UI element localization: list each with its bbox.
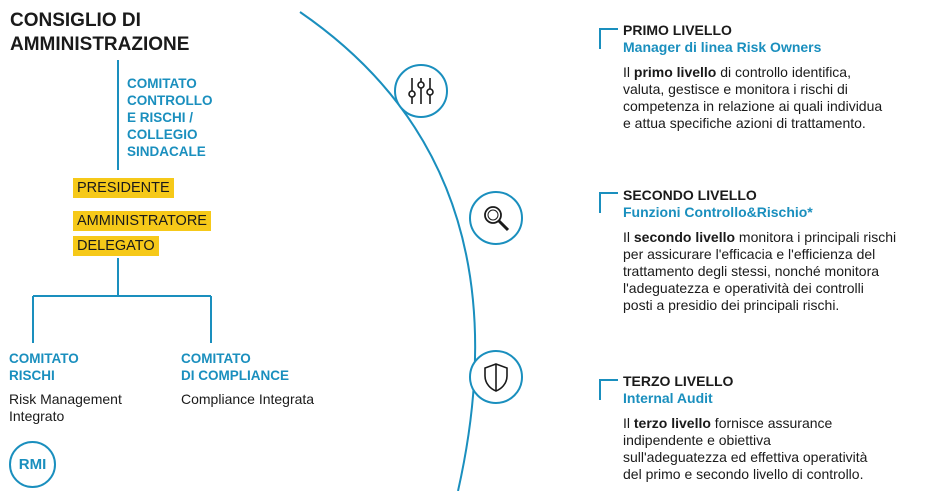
risk-committee-title: COMITATO <box>9 351 79 366</box>
compliance-committee-title: COMITATO <box>181 351 251 366</box>
shield-icon <box>469 350 523 404</box>
level-desc-line: valuta, gestisce e monitora i rischi di <box>623 81 848 97</box>
sliders-icon <box>394 64 448 118</box>
pointer-1 <box>599 28 618 49</box>
level-desc-line: trattamento degli stessi, nonché monitor… <box>623 263 880 279</box>
level-secondo: SECONDO LIVELLO Funzioni Controllo&Risch… <box>623 187 938 314</box>
ceo-label-line2: DELEGATO <box>73 236 159 256</box>
level-desc-line: per assicurare l'efficacia e l'efficienz… <box>623 246 876 262</box>
committee-control-line: CONTROLLO <box>127 93 213 108</box>
level-description: Il primo livello di controllo identifica… <box>623 64 938 132</box>
committee-control-line: E RISCHI / <box>127 110 194 125</box>
level-subtitle: Funzioni Controllo&Rischio* <box>623 204 813 220</box>
level-title: PRIMO LIVELLO <box>623 22 732 38</box>
compliance-committee: COMITATO DI COMPLIANCE <box>181 350 289 384</box>
risk-committee-title: RISCHI <box>9 368 55 383</box>
level-title: TERZO LIVELLO <box>623 373 734 389</box>
level-subtitle: Manager di linea Risk Owners <box>623 39 822 55</box>
level-desc-line: Il terzo livello fornisce assurance <box>623 415 833 431</box>
control-arc <box>299 11 477 491</box>
level-desc-line: Il secondo livello monitora i principali… <box>623 229 897 245</box>
level-subtitle: Internal Audit <box>623 390 713 406</box>
level-desc-line: indipendente e obiettiva <box>623 432 771 448</box>
level-terzo: TERZO LIVELLO Internal Audit Il terzo li… <box>623 373 938 483</box>
committee-control-risks: COMITATO CONTROLLO E RISCHI / COLLEGIO S… <box>127 75 213 160</box>
board-title-line: CONSIGLIO DI <box>10 10 141 31</box>
level-description: Il secondo livello monitora i principali… <box>623 229 938 314</box>
level-title: SECONDO LIVELLO <box>623 187 757 203</box>
ceo-label-line1: AMMINISTRATORE <box>73 211 211 231</box>
pointer-2 <box>599 192 618 213</box>
committee-control-line: SINDACALE <box>127 144 206 159</box>
risk-committee: COMITATO RISCHI <box>9 350 79 384</box>
level-desc-line: del primo e secondo livello di controllo… <box>623 466 864 482</box>
level-primo: PRIMO LIVELLO Manager di linea Risk Owne… <box>623 22 938 132</box>
committee-control-line: COMITATO <box>127 76 197 91</box>
level-desc-line: competenza in relazione ai quali individ… <box>623 98 883 114</box>
level-desc-line: e attua specifiche azioni di trattamento… <box>623 115 866 131</box>
compliance-committee-subtitle: Compliance Integrata <box>181 391 315 407</box>
pointer-3 <box>599 379 618 400</box>
board-title: CONSIGLIO DI AMMINISTRAZIONE <box>10 9 189 57</box>
risk-committee-sub-line: Integrato <box>9 408 65 424</box>
magnifier-icon <box>469 191 523 245</box>
committee-control-line: COLLEGIO <box>127 127 198 142</box>
rmi-logo: RMI <box>9 441 56 488</box>
risk-committee-sub-line: Risk Management <box>9 391 122 407</box>
level-desc-line: l'adeguatezza e operatività dei controll… <box>623 280 864 296</box>
level-desc-line: Il primo livello di controllo identifica… <box>623 64 851 80</box>
level-desc-line: posti a presidio dei principali rischi. <box>623 297 840 313</box>
compliance-committee-title: DI COMPLIANCE <box>181 368 289 383</box>
risk-committee-subtitle: Risk Management Integrato <box>9 391 122 425</box>
president-label: PRESIDENTE <box>73 178 174 198</box>
level-desc-line: sull'adeguatezza ed effettiva operativit… <box>623 449 868 465</box>
level-description: Il terzo livello fornisce assurance indi… <box>623 415 938 483</box>
board-title-line: AMMINISTRAZIONE <box>10 34 190 55</box>
